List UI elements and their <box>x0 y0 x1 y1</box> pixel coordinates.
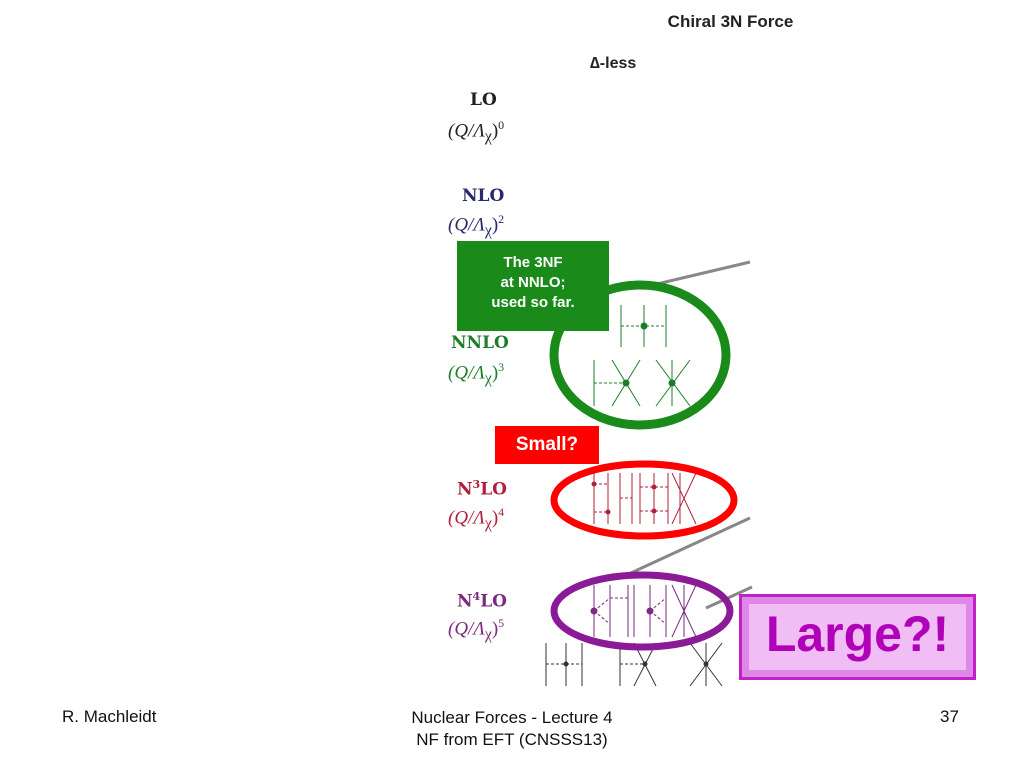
order-lo-label: LO <box>470 90 497 110</box>
separator-line-n4lo-top <box>619 516 751 580</box>
n4lo-diagrams <box>590 584 697 638</box>
nnlo-callout-line2: at NNLO; <box>500 274 566 291</box>
order-nlo-scale: (Q/Λχ)2 <box>448 212 505 240</box>
footer-author: R. Machleidt <box>62 707 157 726</box>
nnlo-callout-line1: The 3NF <box>503 254 563 271</box>
n4lo-highlight-ellipse <box>550 571 734 651</box>
order-nnlo-scale: (Q/Λχ)3 <box>448 360 505 388</box>
footer-course-line1: Nuclear Forces - Lecture 4 <box>411 708 613 727</box>
large-callout: Large?! <box>739 594 976 680</box>
order-n4lo-scale: (Q/Λχ)5 <box>448 616 505 644</box>
order-lo-scale: (Q/Λχ)0 <box>448 118 505 146</box>
large-callout-text: Large?! <box>765 606 950 662</box>
order-n3lo-label: N3LO <box>457 478 507 500</box>
footer-course-line2: NF from EFT (CNSSS13) <box>416 730 608 749</box>
footer-course: Nuclear Forces - Lecture 4 NF from EFT (… <box>300 707 724 751</box>
nnlo-callout-line3: used so far. <box>491 294 575 311</box>
slide-title: Chiral 3N Force <box>667 12 794 31</box>
order-n3lo-scale: (Q/Λχ)4 <box>448 505 505 533</box>
order-nlo-label: NLO <box>462 186 505 206</box>
n3lo-diagrams <box>591 472 697 525</box>
n3lo-highlight-ellipse <box>550 460 738 540</box>
nnlo-callout: The 3NF at NNLO; used so far. <box>457 241 609 331</box>
nnlo-diagrams <box>593 305 691 407</box>
small-callout: Small? <box>495 426 599 464</box>
separator-line-n4lo-bottom <box>705 585 753 610</box>
order-n4lo-label: N4LO <box>457 590 507 612</box>
slide-subtitle: ∆-less <box>590 55 637 72</box>
nnlo-highlight-ellipse <box>549 280 731 430</box>
footer-page-number: 37 <box>940 707 959 726</box>
order-nnlo-label: NNLO <box>451 333 509 353</box>
